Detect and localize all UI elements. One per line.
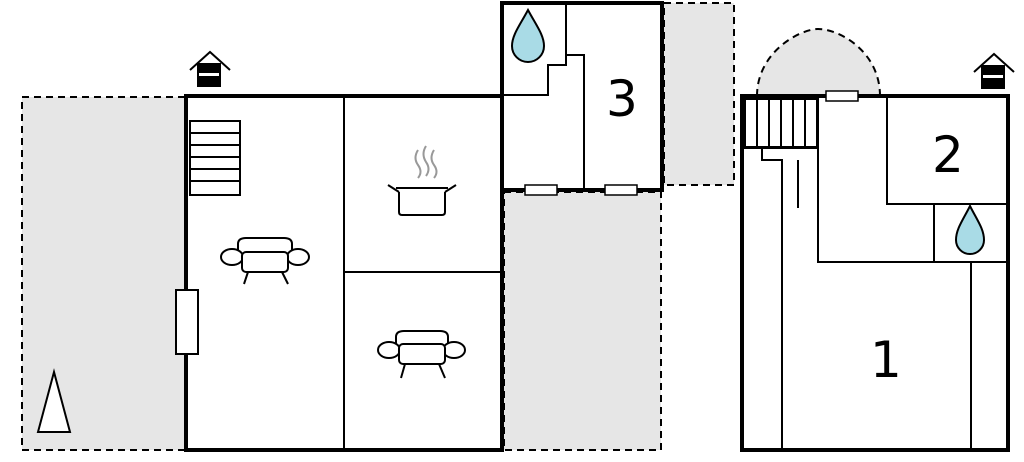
door-icon [175, 289, 199, 355]
entrance-icon [973, 52, 1015, 89]
sofa-icon [377, 330, 466, 379]
building-right-outline [740, 94, 1010, 452]
water-drop-icon [510, 7, 546, 63]
wall-bedroom-2 [886, 96, 1008, 205]
building-right [740, 94, 1010, 452]
wall-right-inner [817, 148, 1008, 263]
kitchen-pot-icon [387, 145, 457, 216]
room-label-3: 3 [606, 70, 638, 128]
wall-right-corridor [761, 148, 783, 450]
north-arrow-icon [36, 368, 72, 433]
room-label-1: 1 [870, 331, 902, 389]
terrace-center [503, 191, 662, 451]
terrace-top [663, 2, 735, 186]
room-label-2: 2 [932, 126, 964, 184]
outdoor-areas [21, 2, 881, 451]
sofa-icon [220, 237, 310, 285]
stairs-icon [744, 98, 818, 148]
terrace-rounded [756, 27, 881, 97]
stairs-icon [189, 120, 241, 196]
door-icon [524, 90, 859, 196]
water-drop-icon [954, 203, 986, 255]
entrance-icon [189, 50, 231, 87]
